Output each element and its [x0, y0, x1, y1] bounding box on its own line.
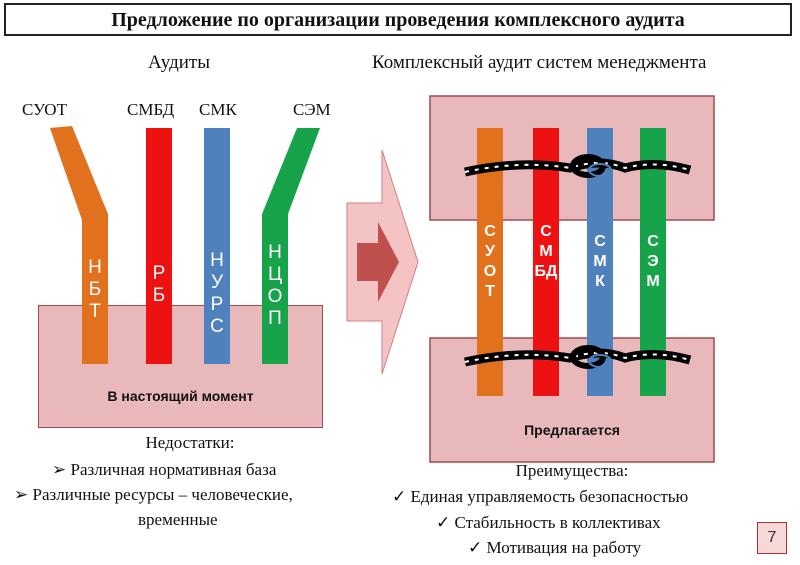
strip-label-smk: С М К	[593, 233, 607, 290]
arrow-bullet-icon: ➢	[14, 485, 29, 504]
label-suot: СУОТ	[22, 100, 67, 119]
check-icon: ✓	[392, 487, 407, 506]
top-pink-box	[429, 95, 715, 221]
inner-arrow-icon	[357, 222, 399, 302]
label-smk: СМК	[199, 100, 237, 119]
disadvantages-title: Недостатки:	[145, 433, 235, 452]
advantage-item-1: ✓ Единая управляемость безопасностью	[392, 487, 689, 506]
current-state-label: В настоящий момент	[107, 388, 254, 404]
label-smbd: СМБД	[127, 100, 175, 119]
strip-red-left	[146, 128, 172, 364]
strip-blue-left	[204, 128, 230, 364]
strip-label-nurs: Н У Р С	[210, 250, 224, 337]
advantage-item-2: ✓ Стабильность в коллективах	[436, 513, 661, 532]
strip-label-smbd: С М БД	[534, 223, 558, 280]
strip-orange-left	[50, 126, 108, 364]
disadvantage-item-2: ➢ Различные ресурсы – человеческие,	[14, 485, 293, 504]
label-sem: СЭМ	[293, 100, 331, 119]
proposed-label: Предлагается	[524, 422, 620, 438]
arrow-bullet-icon: ➢	[52, 460, 67, 479]
check-icon: ✓	[436, 513, 451, 532]
strip-green-left	[262, 128, 320, 364]
strip-label-rb: Р Б	[152, 263, 166, 306]
title-box: Предложение по организации проведения ко…	[4, 3, 792, 36]
disadvantage-item-1: ➢ Различная нормативная база	[52, 460, 277, 479]
rope-top-icon	[464, 154, 692, 178]
page-number: 7	[757, 522, 787, 554]
audits-heading: Аудиты	[148, 52, 210, 73]
check-icon: ✓	[468, 538, 483, 557]
advantages-title: Преимущества:	[515, 461, 629, 480]
slide-title: Предложение по организации проведения ко…	[111, 9, 685, 31]
strip-label-suot: С У О Т	[483, 223, 497, 300]
strip-label-ncop: Н Ц О П	[267, 242, 283, 329]
advantage-item-3: ✓ Мотивация на работу	[468, 538, 642, 557]
complex-audit-heading: Комплексный аудит систем менеджмента	[372, 52, 707, 73]
strip-label-sem: С Э М	[646, 233, 660, 290]
disadvantage-item-2-cont: временные	[138, 510, 218, 529]
rope-bottom-icon	[464, 345, 692, 369]
strip-label-nbt: Н Б Т	[88, 257, 102, 322]
